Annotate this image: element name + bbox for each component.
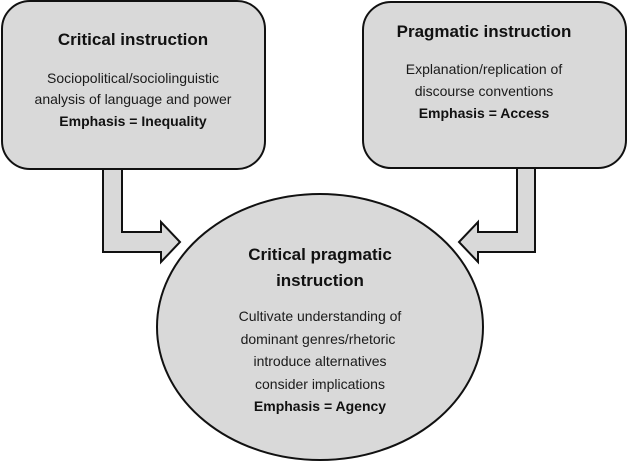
critical-pragmatic-line-3: introduce alternatives (253, 353, 386, 369)
pragmatic-instruction-line-2: discourse conventions (415, 83, 554, 99)
critical-instruction-emphasis: Emphasis = Inequality (59, 113, 207, 129)
critical-pragmatic-instruction-ellipse: Critical pragmatic instruction Cultivate… (156, 193, 484, 461)
critical-pragmatic-title-line-1: Critical pragmatic (248, 245, 392, 264)
critical-pragmatic-ellipse-shape (156, 193, 484, 461)
arrow-right-icon (102, 167, 182, 265)
pragmatic-instruction-title: Pragmatic instruction (397, 22, 572, 41)
critical-instruction-box: Critical instruction Sociopolitical/soci… (1, 0, 266, 170)
critical-pragmatic-title-line-2: instruction (276, 271, 364, 290)
critical-instruction-title: Critical instruction (58, 30, 208, 49)
critical-pragmatic-emphasis: Emphasis = Agency (254, 398, 386, 414)
critical-instruction-box-shape (1, 0, 266, 170)
critical-pragmatic-line-2: dominant genres/rhetoric (241, 331, 396, 347)
pragmatic-instruction-box: Pragmatic instruction Explanation/replic… (362, 1, 627, 169)
pragmatic-instruction-emphasis: Emphasis = Access (419, 105, 550, 121)
pragmatic-instruction-line-1: Explanation/replication of (406, 61, 563, 77)
critical-pragmatic-line-4: consider implications (255, 376, 385, 392)
arrow-left-icon (457, 165, 536, 265)
critical-instruction-line-1: Sociopolitical/sociolinguistic (47, 70, 219, 86)
pragmatic-instruction-box-shape (362, 1, 627, 169)
critical-pragmatic-line-1: Cultivate understanding of (239, 308, 402, 324)
critical-instruction-line-2: analysis of language and power (35, 91, 232, 107)
